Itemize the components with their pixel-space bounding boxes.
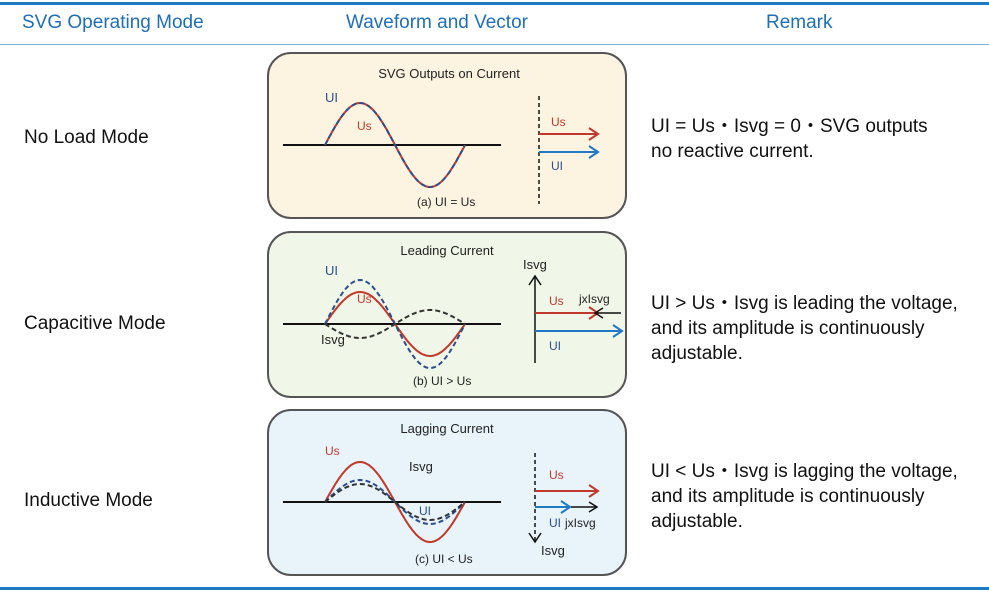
- panel-caption: (b) UI > Us: [413, 374, 471, 388]
- ui-vector-label: UI: [549, 516, 561, 530]
- jx-vector-arrowhead: [593, 307, 604, 319]
- panel-title: Lagging Current: [400, 421, 494, 436]
- us-vector-arrowhead: [588, 127, 600, 141]
- jx-vector-arrowhead: [588, 501, 599, 513]
- isvg-wave-label: Isvg: [409, 459, 433, 474]
- us-label: Us: [357, 292, 372, 306]
- ui-label: UI: [325, 263, 338, 278]
- remark-no-load: UI = Us・Isvg = 0・SVG outputs no reactive…: [651, 114, 928, 164]
- panel-title: Leading Current: [400, 243, 494, 258]
- isvg-vector-arrowhead: [528, 532, 542, 544]
- us-label: Us: [325, 444, 340, 458]
- bottom-rule: [0, 587, 989, 590]
- ui-label: UI: [325, 90, 338, 105]
- remark-line: UI > Us・Isvg is leading the voltage,: [651, 293, 958, 314]
- panel-caption: (c) UI < Us: [415, 552, 473, 566]
- ui-vector-arrowhead: [612, 324, 624, 338]
- remark-line: UI = Us・Isvg = 0・SVG outputs: [651, 116, 928, 137]
- remark-inductive: UI < Us・Isvg is lagging the voltage, and…: [651, 459, 958, 534]
- panel-capacitive: Leading Current UI Us Isvg Isvg Us jxIsv…: [267, 231, 627, 398]
- us-vector-label: Us: [549, 294, 564, 308]
- top-rule: [0, 2, 989, 5]
- isvg-vector-arrowhead: [528, 274, 542, 286]
- header-waveform-vector: Waveform and Vector: [346, 12, 528, 33]
- ui-vector-arrowhead: [560, 500, 572, 514]
- remark-line: UI < Us・Isvg is lagging the voltage,: [651, 461, 958, 482]
- remark-line: and its amplitude is continuously: [651, 318, 925, 339]
- ui-vector-arrowhead: [588, 145, 600, 159]
- us-vector-label: Us: [551, 115, 566, 129]
- us-vector-label: Us: [549, 468, 564, 482]
- mode-capacitive: Capacitive Mode: [24, 313, 166, 334]
- isvg-vector-label: Isvg: [541, 543, 565, 558]
- panel-title: SVG Outputs on Current: [378, 66, 520, 81]
- header-remark: Remark: [766, 12, 833, 33]
- ui-label: UI: [419, 504, 431, 518]
- mode-no-load: No Load Mode: [24, 127, 149, 148]
- panel-caption: (a) UI = Us: [417, 195, 475, 209]
- header-rule: [0, 44, 989, 45]
- remark-line: adjustable.: [651, 343, 743, 364]
- remark-line: adjustable.: [651, 511, 743, 532]
- us-vector-arrowhead: [588, 484, 600, 498]
- ui-vector-label: UI: [549, 339, 561, 353]
- panel-no-load: SVG Outputs on Current UI Us Us UI (a) U…: [267, 52, 627, 219]
- isvg-waveform: [324, 309, 466, 339]
- isvg-waveform: [324, 482, 466, 522]
- jx-vector-label: jxIsvg: [578, 292, 610, 306]
- isvg-wave-label: Isvg: [321, 332, 345, 347]
- panel-inductive: Lagging Current Us Isvg UI Isvg Us UI jx…: [267, 409, 627, 576]
- mode-inductive: Inductive Mode: [24, 490, 153, 511]
- header-operating-mode: SVG Operating Mode: [22, 12, 204, 33]
- isvg-vector-label: Isvg: [523, 257, 547, 272]
- ui-vector-label: UI: [551, 159, 563, 173]
- jx-vector-label: jxIsvg: [564, 516, 596, 530]
- remark-capacitive: UI > Us・Isvg is leading the voltage, and…: [651, 291, 958, 366]
- remark-line: and its amplitude is continuously: [651, 486, 925, 507]
- remark-line: no reactive current.: [651, 141, 814, 162]
- us-label: Us: [357, 119, 372, 133]
- ui-waveform: [324, 101, 466, 189]
